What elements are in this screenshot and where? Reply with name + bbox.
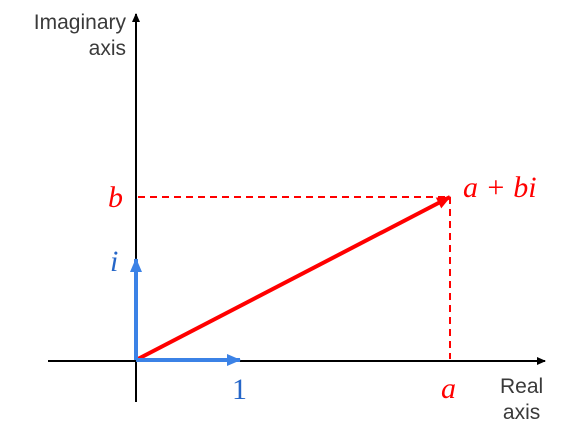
complex-point-label: a + bi bbox=[463, 171, 537, 204]
imaginary-axis-label: Imaginary axis bbox=[33, 11, 126, 60]
real-axis-label: Real axis bbox=[500, 375, 544, 424]
b-value-label: b bbox=[108, 181, 123, 214]
one-unit-label: 1 bbox=[232, 373, 247, 406]
i-unit-label: i bbox=[110, 245, 119, 278]
complex-vector-arrow bbox=[135, 195, 451, 362]
a-value-label: a bbox=[441, 372, 456, 405]
